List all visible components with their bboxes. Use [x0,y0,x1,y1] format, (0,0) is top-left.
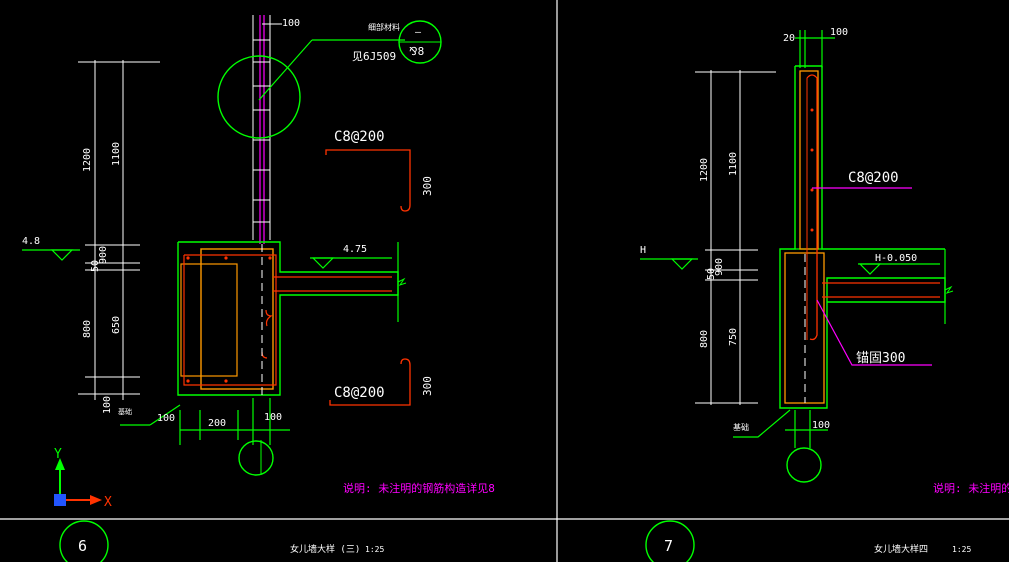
left-dim-1200: 1200 [82,148,93,172]
right-elev-left: H [640,245,646,256]
left-dim-50: 50 [90,260,101,272]
right-dim-800: 800 [699,330,710,348]
ucs-y-label: Y [54,447,62,462]
left-elev-left: 4.8 [22,236,40,247]
left-dim-bottom-small: 基础 [118,407,132,416]
right-dim-100-top: 100 [830,27,848,38]
right-dim-50: 50 [706,268,717,280]
right-dim-20: 20 [783,33,795,44]
left-rebar-bottom: C8@200 [334,385,385,401]
right-dim-1100: 1100 [728,152,739,176]
left-rebar-bottom-dim: 300 [421,376,434,396]
left-bottom-200: 200 [208,418,226,429]
left-ref-circle-top: — [415,27,422,38]
left-callout-text: 细部材料 [368,22,400,32]
left-dim-900: 900 [98,246,109,264]
left-detail: 100 — ⅋8 细部材料 见6J509 1200 1100 900 50 80… [22,15,495,495]
left-rebar-top-dim: 300 [421,176,434,196]
right-rebar: C8@200 [848,170,899,186]
left-note: 说明: 未注明的钢筋构造详见8 [343,481,495,495]
right-base-label: 基础 [733,422,749,432]
right-detail-number-circle [645,520,695,562]
left-rebar-top: C8@200 [334,129,385,145]
right-elev-slab: H-0.050 [875,253,917,264]
left-callout-ref: 见6J509 [352,50,396,63]
right-detail-scale: 1:25 [952,545,971,554]
right-dim-1200: 1200 [699,158,710,182]
left-detail-title: 女儿墙大样 (三) [290,543,360,555]
left-dim-650: 650 [111,316,122,334]
right-anchor: 锚固300 [856,351,905,366]
right-bottom-100: 100 [812,420,830,431]
ucs-icon: Y X [54,447,112,510]
left-detail-number: 6 [78,537,87,555]
ucs-x-label: X [104,495,112,510]
right-dim-900: 900 [714,258,725,276]
left-bottom-100-b: 100 [264,412,282,423]
left-bottom-100-a: 100 [157,413,175,424]
left-dim-1100: 1100 [111,142,122,166]
right-dim-750: 750 [728,328,739,346]
left-dim-800: 800 [82,320,93,338]
left-dim-100-left: 100 [102,396,113,414]
title-block: 6 女儿墙大样 (三) 1:25 7 女儿墙大样四 1:25 [59,520,971,562]
left-elev-slab: 4.75 [343,244,367,255]
left-detail-scale: 1:25 [365,545,384,554]
left-detail-number-circle [59,520,109,562]
left-dim-top-100: 100 [282,18,300,29]
right-note: 说明: 未注明的钢筋构造详见 [933,481,1009,495]
right-detail-number: 7 [664,537,673,555]
right-detail-title: 女儿墙大样四 [874,543,928,555]
right-detail: 20 100 1200 110 [640,27,1009,495]
left-ref-circle-number: ⅋8 [409,45,424,58]
